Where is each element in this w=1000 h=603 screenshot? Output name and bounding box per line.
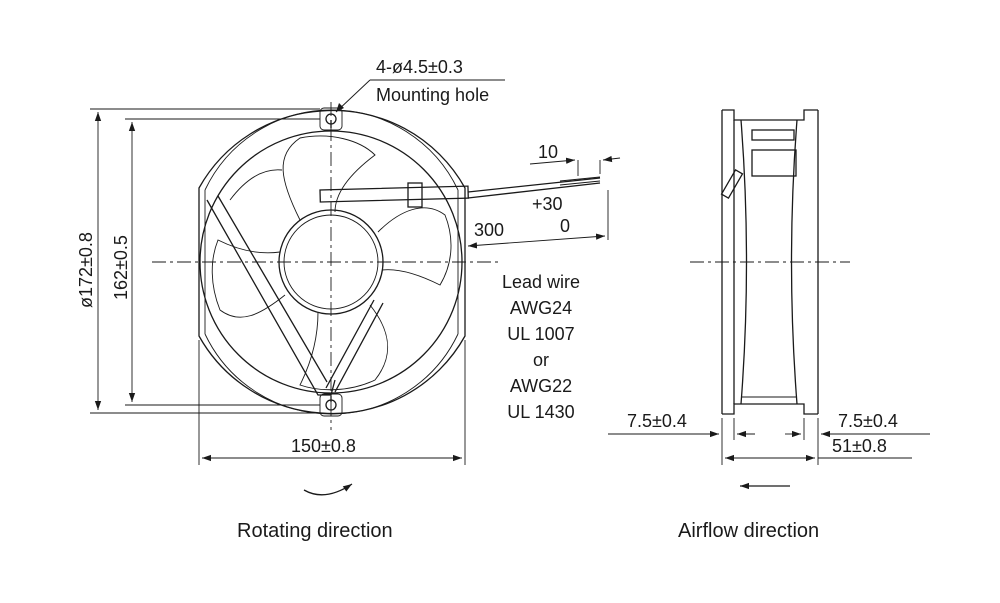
lead-tol-plus: +30 xyxy=(532,194,563,214)
lead-spec-line-6: UL 1430 xyxy=(507,402,574,422)
lead-wire-dimensions: 10 +30 300 0 xyxy=(464,142,621,250)
hole-spacing-label: 162±0.5 xyxy=(111,235,131,300)
lead-spec-line-3: UL 1007 xyxy=(507,324,574,344)
depth-label: 51±0.8 xyxy=(832,436,887,456)
flange-left-label: 7.5±0.4 xyxy=(627,411,687,431)
mounting-hole-spec: 4-ø4.5±0.3 xyxy=(376,57,463,77)
mounting-hole-label: Mounting hole xyxy=(376,85,489,105)
airflow-direction-caption: Airflow direction xyxy=(678,520,819,542)
side-view: 7.5±0.4 7.5±0.4 51±0.8 Airflow direction xyxy=(608,109,930,542)
outer-diameter-dimension: ø172±0.8 xyxy=(76,108,320,414)
lead-spec-line-4: or xyxy=(533,350,549,370)
lead-spec-line-5: AWG22 xyxy=(510,376,572,396)
width-dimension: 150±0.8 xyxy=(198,340,466,465)
width-label: 150±0.8 xyxy=(291,436,356,456)
flange-right-label: 7.5±0.4 xyxy=(838,411,898,431)
lead-spec-line-1: Lead wire xyxy=(502,272,580,292)
support-spokes xyxy=(206,120,384,402)
depth-dimension: 51±0.8 xyxy=(725,436,912,462)
strip-length-label: 10 xyxy=(538,142,558,162)
lead-spec-line-2: AWG24 xyxy=(510,298,572,318)
label-plates xyxy=(720,129,797,200)
hole-spacing-dimension: 162±0.5 xyxy=(111,118,320,406)
lead-wire-spec: Lead wire AWG24 UL 1007 or AWG22 UL 1430 xyxy=(502,272,580,422)
front-view: 4-ø4.5±0.3 Mounting hole ø172±0.8 162±0.… xyxy=(76,57,621,542)
rotating-direction-caption: Rotating direction xyxy=(237,520,393,542)
outer-diameter-label: ø172±0.8 xyxy=(76,232,96,308)
fan-frame-outline xyxy=(198,109,466,415)
fan-blades xyxy=(211,135,452,391)
lead-length-label: 300 xyxy=(474,220,504,240)
hub xyxy=(278,209,384,315)
mounting-hole-callout: 4-ø4.5±0.3 Mounting hole xyxy=(335,57,505,113)
lead-wire xyxy=(319,176,601,208)
rotation-arrow-icon xyxy=(303,483,353,496)
flange-dimensions: 7.5±0.4 7.5±0.4 xyxy=(608,411,930,465)
lead-tol-minus: 0 xyxy=(560,216,570,236)
side-frame xyxy=(721,109,819,415)
